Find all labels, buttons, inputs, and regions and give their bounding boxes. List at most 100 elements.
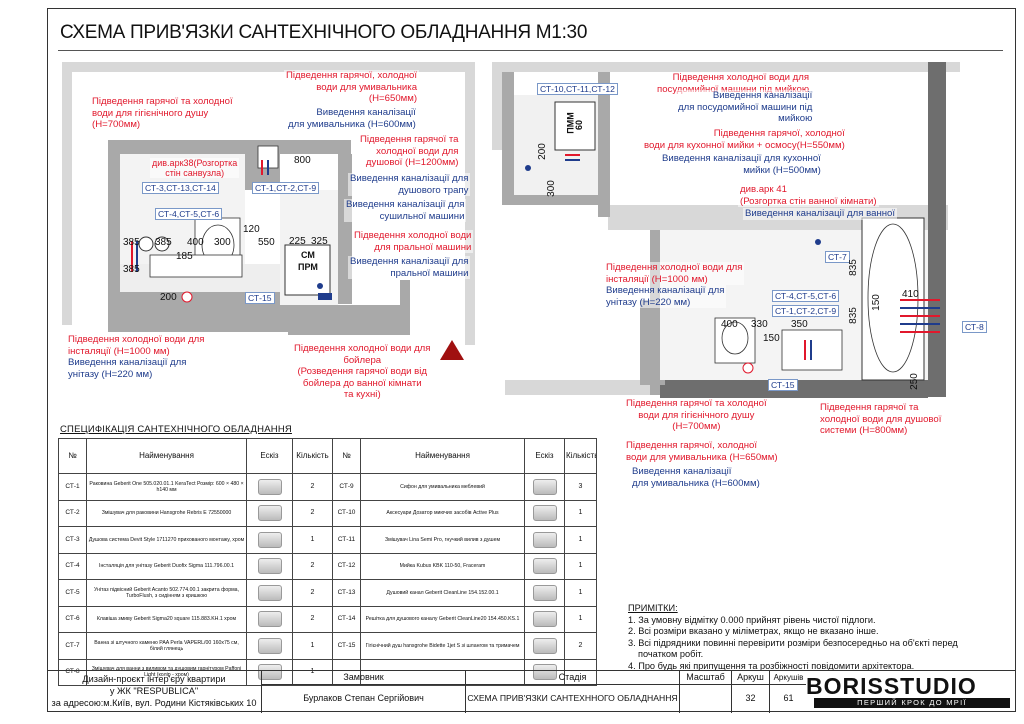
col-header-sketch-2: Ескіз xyxy=(524,438,565,474)
dim-150-bath: 150 xyxy=(870,294,882,311)
stage-value: СХЕМА ПРИВ'ЯЗКИ САНТЕХННОГО ОБЛАДНАННЯ xyxy=(467,693,678,703)
dim-350: 350 xyxy=(791,319,808,330)
spec-qty: 1 xyxy=(564,605,597,633)
spec-title: СПЕЦИФІКАЦІЯ САНТЕХНІЧНОГО ОБЛАДНАННЯ xyxy=(60,424,292,435)
spec-qty: 2 xyxy=(292,473,333,501)
spec-number: СТ-11 xyxy=(332,526,361,554)
spec-number: СТ-3 xyxy=(58,526,87,554)
product-sketch-icon xyxy=(257,584,282,601)
dim-225: 225 xyxy=(289,236,306,247)
col-header-sketch: Ескіз xyxy=(246,438,293,474)
spec-sketch xyxy=(524,658,565,686)
label-st1-st2-st9-right: СТ-1,СТ-2,СТ-9 xyxy=(772,305,840,317)
sheets-total: 61 xyxy=(783,693,794,703)
annotation-bath-sewer: Виведення каналізації для ванної xyxy=(743,208,898,220)
label-st8: СТ-8 xyxy=(962,321,987,333)
spec-name: Аксесуари Дозатор миючих засобів Active … xyxy=(360,499,525,527)
spec-name: Раковина Geberit One 505.020.01.1 KeraTe… xyxy=(86,473,247,501)
sheet-number: 32 xyxy=(745,693,756,703)
dim-120: 120 xyxy=(243,224,260,235)
boiler-marker-icon xyxy=(440,340,464,360)
spec-name: Клавіша змиву Geberit Sigma20 square 115… xyxy=(86,605,247,633)
col-header-qty-2: Кількість xyxy=(564,438,597,474)
spec-sketch xyxy=(246,632,293,660)
spec-table: № Найменування Ескіз Кількість № Наймену… xyxy=(58,438,597,686)
spec-name: Душовий канал Geberit CleanLine 154.152.… xyxy=(360,579,525,607)
product-sketch-icon xyxy=(257,478,282,495)
product-sketch-icon xyxy=(257,531,282,548)
product-sketch-icon xyxy=(257,611,282,628)
spec-number: СТ-10 xyxy=(332,499,361,527)
spec-qty: 1 xyxy=(292,526,333,554)
col-header-name: Найменування xyxy=(86,438,247,474)
product-sketch-icon xyxy=(257,637,282,654)
product-sketch-icon xyxy=(532,611,557,628)
sheets-label: Аркушів xyxy=(770,671,807,685)
spec-sketch xyxy=(524,632,565,660)
dim-835-b: 835 xyxy=(847,307,859,324)
product-sketch-icon xyxy=(257,664,282,681)
scale-cell: Масштаб xyxy=(679,671,731,713)
spec-number: СТ-7 xyxy=(58,632,87,660)
scale-label: Масштаб xyxy=(680,671,731,685)
spec-number: СТ-12 xyxy=(332,552,361,580)
dim-200-left: 200 xyxy=(160,292,177,303)
notes-title: ПРИМІТКИ: xyxy=(628,603,678,613)
spec-name: Гігієнічний душ hansgrohe Bidette 1jet S… xyxy=(360,632,525,660)
spec-number: СТ-4 xyxy=(58,552,87,580)
sheet-label: Аркуш xyxy=(732,671,769,685)
product-sketch-icon xyxy=(532,478,557,495)
spec-number xyxy=(332,658,361,686)
dim-800: 800 xyxy=(294,155,311,166)
spec-name: Решітка для душового каналу Geberit Clea… xyxy=(360,605,525,633)
dim-400: 400 xyxy=(187,237,204,248)
spec-sketch xyxy=(524,473,565,501)
spec-sketch xyxy=(524,552,565,580)
spec-qty: 2 xyxy=(564,632,597,660)
spec-name: Мийка Kubus KBK 110-50, Fraceram xyxy=(360,552,525,580)
note-item: 4. Про будь які припущення та розбіжност… xyxy=(628,660,915,671)
sheets-cell: Аркушів 61 xyxy=(769,671,807,713)
spec-qty: 1 xyxy=(564,552,597,580)
stage-cell: Стадія СХЕМА ПРИВ'ЯЗКИ САНТЕХННОГО ОБЛАД… xyxy=(465,671,679,713)
product-sketch-icon xyxy=(532,637,557,654)
col-header-name-2: Найменування xyxy=(360,438,525,474)
dishwasher-width-label: 60 xyxy=(574,119,585,131)
label-st15-right: СТ-15 xyxy=(768,379,798,391)
notes-block: ПРИМІТКИ: 1. За умовну відмітку 0.000 пр… xyxy=(628,603,1006,673)
title-block: Дизайн-проєкт інтер'єру квартири у ЖК "R… xyxy=(47,670,1016,713)
dim-410: 410 xyxy=(902,289,919,300)
product-sketch-icon xyxy=(532,584,557,601)
dim-200-right: 200 xyxy=(536,143,548,160)
spec-name: Інсталяція для унітазу Geberit Duofix Si… xyxy=(86,552,247,580)
label-st1-st2-st9-left: СТ-1,СТ-2,СТ-9 xyxy=(252,182,320,194)
label-st7: СТ-7 xyxy=(825,251,850,263)
spec-number: СТ-15 xyxy=(332,632,361,660)
dim-385-c: 385 xyxy=(123,264,140,275)
product-sketch-icon xyxy=(257,558,282,575)
dryer-label: ПРМ xyxy=(298,262,318,272)
spec-qty: 3 xyxy=(564,473,597,501)
annotation-bathroom-unfolding-ref-right: див.арк 41(Розгортка стін ванної кімнати… xyxy=(738,184,879,207)
spec-name: Змішувач Lina Semi Pro, гнучкий вилив з … xyxy=(360,526,525,554)
dim-385-b: 385 xyxy=(155,237,172,248)
spec-sketch xyxy=(246,605,293,633)
spec-name: Змішувач для раковини Hansgrohe Rebris E… xyxy=(86,499,247,527)
